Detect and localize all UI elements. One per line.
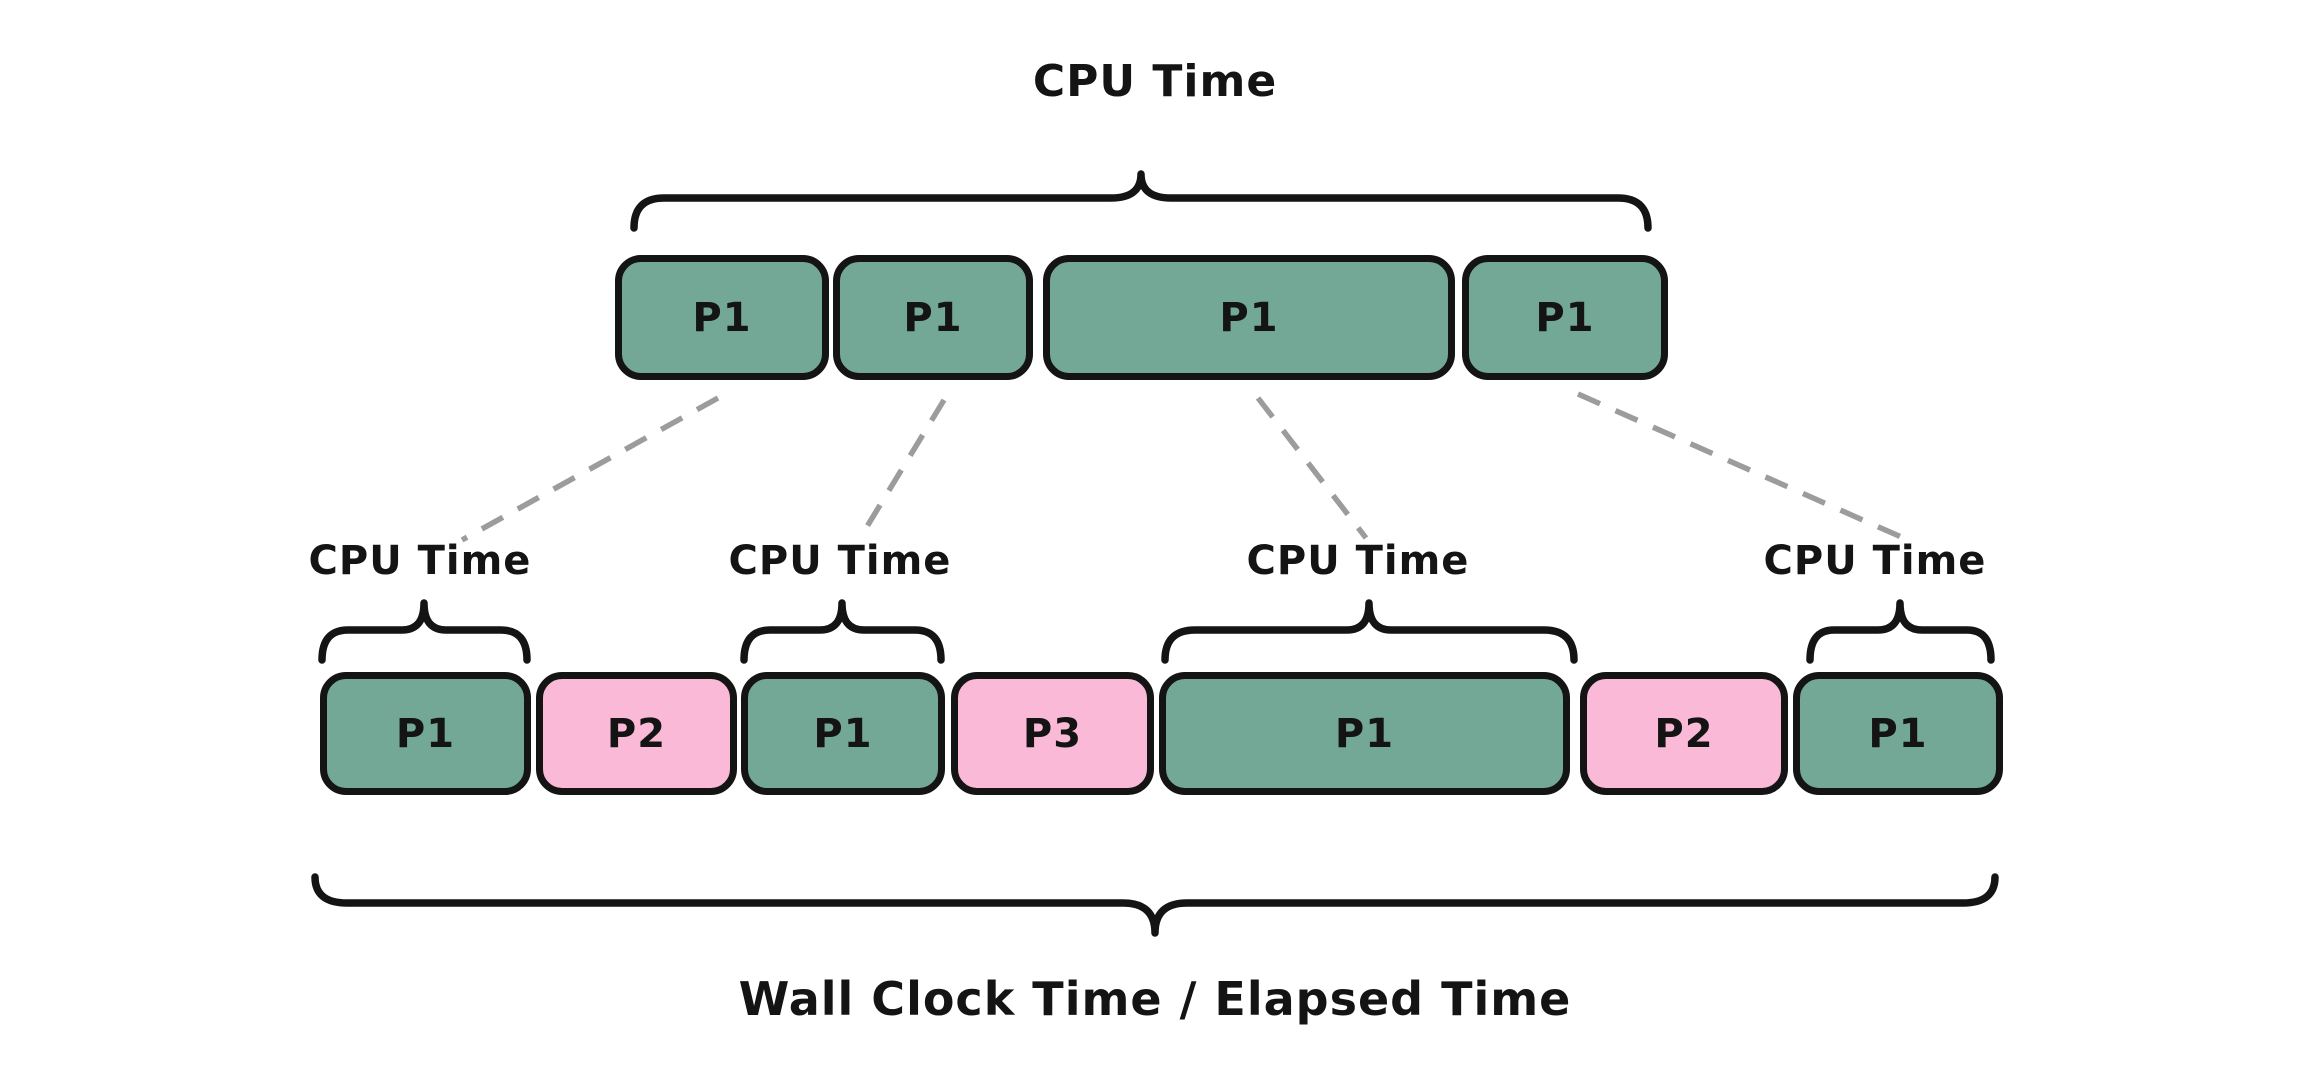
top-block-p1-4-label: P1 — [1535, 294, 1595, 341]
timeline-block-p1-1-label: P1 — [395, 710, 456, 757]
top-block-p1-1-label: P1 — [692, 294, 752, 341]
timeline-block-p3-1-label: P3 — [1022, 710, 1083, 757]
top-block-p1-4: P1 — [1462, 255, 1668, 380]
cpu-time-label-4: CPU Time — [1763, 538, 1987, 584]
timeline-block-p2-2: P2 — [1580, 672, 1788, 795]
timeline-block-p1-3: P1 — [1159, 672, 1570, 795]
cpu-time-label-2: CPU Time — [728, 538, 952, 584]
wall-clock-brace — [311, 873, 1999, 937]
connector-line-3 — [1255, 396, 1369, 540]
connector-line-1 — [460, 395, 720, 543]
timeline-block-p1-4: P1 — [1793, 672, 2003, 795]
top-block-p1-2: P1 — [833, 255, 1033, 380]
total-cpu-time-brace — [630, 170, 1652, 232]
timeline-block-p2-2-label: P2 — [1654, 710, 1714, 757]
timeline-block-p3-1: P3 — [951, 672, 1154, 795]
wall-clock-time-caption: Wall Clock Time / Elapsed Time — [738, 972, 1572, 1026]
timeline-block-p2-1: P2 — [536, 672, 737, 795]
timeline-block-p1-2-label: P1 — [813, 710, 873, 757]
connector-line-4 — [1576, 391, 1910, 543]
top-block-p1-3-label: P1 — [1219, 294, 1279, 341]
timeline-block-p1-3-label: P1 — [1334, 710, 1395, 757]
timeline-block-p2-1-label: P2 — [606, 710, 667, 757]
cpu-slice-brace-1 — [318, 599, 531, 664]
top-block-p1-2-label: P1 — [903, 294, 963, 341]
cpu-slice-brace-3 — [1161, 599, 1578, 664]
cpu-time-label-1: CPU Time — [308, 538, 532, 584]
timeline-block-p1-4-label: P1 — [1868, 710, 1928, 757]
connector-line-2 — [857, 398, 947, 540]
timeline-block-p1-2: P1 — [741, 672, 945, 795]
timeline-block-p1-1: P1 — [320, 672, 531, 795]
cpu-time-label-3: CPU Time — [1246, 538, 1470, 584]
cpu-slice-brace-2 — [740, 599, 945, 664]
top-block-p1-3: P1 — [1043, 255, 1455, 380]
top-block-p1-1: P1 — [615, 255, 829, 380]
total-cpu-time-label: CPU Time — [1032, 56, 1278, 107]
cpu-slice-brace-4 — [1806, 599, 1995, 664]
